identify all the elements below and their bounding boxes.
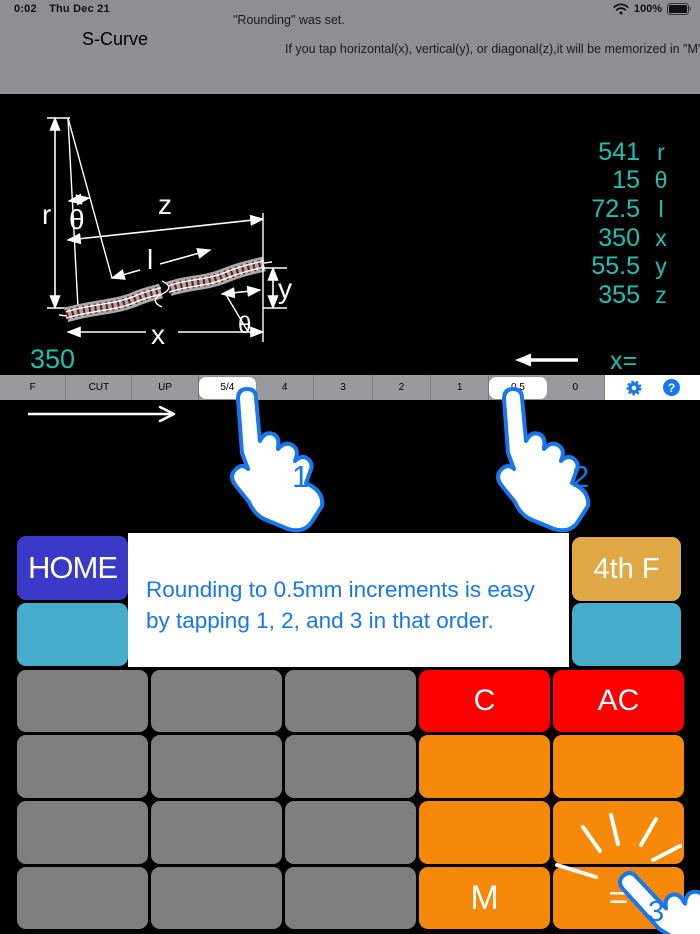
home-button[interactable]: HOME: [17, 536, 128, 600]
toolbar: F CUT UP 5/4 4 3 2 1 0.5 0 ?: [0, 375, 700, 400]
status-bar-right: 100%: [613, 3, 692, 15]
blank-key[interactable]: [285, 867, 416, 929]
status-bar-left: 0:02 Thu Dec 21: [14, 3, 119, 15]
step-2-label: 2: [572, 459, 590, 494]
help-icon[interactable]: ?: [663, 379, 680, 396]
readout-row-x[interactable]: 350 x: [598, 223, 667, 252]
hint-text: Rounding to 0.5mm increments is easy by …: [146, 577, 535, 633]
segment-0[interactable]: 0: [547, 375, 605, 400]
blank-key[interactable]: [17, 867, 148, 929]
blank-key[interactable]: [151, 735, 282, 798]
blank-teal-button-right[interactable]: [572, 603, 681, 666]
blank-key[interactable]: [151, 867, 282, 929]
readout-row-y[interactable]: 55.5 y: [591, 252, 667, 281]
blank-orange-key[interactable]: [553, 735, 684, 798]
header: 0:02 Thu Dec 21 100% "Rounding" was set.…: [0, 0, 700, 94]
wifi-icon: [613, 3, 629, 15]
battery-percent: 100%: [633, 3, 662, 15]
blank-orange-key[interactable]: [419, 801, 550, 864]
toolbar-icons: ?: [605, 375, 700, 400]
readout-row-z[interactable]: 355 z: [598, 280, 667, 309]
segment-5-4[interactable]: 5/4: [198, 376, 257, 399]
segment-3[interactable]: 3: [314, 375, 373, 400]
memory-button[interactable]: M: [419, 867, 550, 929]
blank-key[interactable]: [285, 670, 416, 732]
clock: 0:02: [14, 3, 37, 15]
blank-orange-key[interactable]: [553, 801, 684, 864]
blank-key[interactable]: [151, 801, 282, 864]
blank-key[interactable]: [285, 735, 416, 798]
diagram-label-r: r: [42, 199, 51, 230]
blank-orange-key[interactable]: [419, 735, 550, 798]
diagram-label-y: y: [278, 273, 292, 304]
gear-icon[interactable]: [625, 379, 643, 397]
blank-key[interactable]: [17, 735, 148, 798]
segment-4[interactable]: 4: [256, 375, 315, 400]
left-arrow-icon: [515, 353, 578, 367]
step-1-label: 1: [292, 459, 310, 494]
keypad-grid: C AC M =: [17, 670, 684, 929]
segment-2[interactable]: 2: [373, 375, 432, 400]
toast-message-1: "Rounding" was set.: [233, 13, 345, 27]
all-clear-button[interactable]: AC: [553, 670, 684, 732]
diagram-label-x: x: [151, 319, 165, 350]
segment-up[interactable]: UP: [132, 375, 199, 400]
hint-popup: Rounding to 0.5mm increments is easy by …: [128, 533, 569, 667]
segment-0-5[interactable]: 0.5: [489, 376, 547, 399]
segment-cut[interactable]: CUT: [66, 375, 133, 400]
result-value: 350: [30, 344, 76, 374]
step-3-label: 3: [648, 896, 665, 928]
fourth-function-button[interactable]: 4th F: [572, 537, 681, 601]
readout-panel: 541 r 15 θ 72.5 l 350 x 55.5 y 355 z: [500, 138, 682, 310]
page-title: S-Curve: [82, 29, 149, 49]
right-arrow-icon: [28, 405, 176, 423]
s-curve-diagram: r θ z l y x θ: [42, 116, 292, 350]
date: Thu Dec 21: [49, 3, 110, 15]
blank-key[interactable]: [285, 801, 416, 864]
diagram-label-z: z: [158, 189, 172, 220]
diagram-label-theta-bottom: θ: [238, 312, 251, 339]
equals-button[interactable]: =: [553, 867, 684, 929]
diagram-label-l: l: [147, 244, 153, 275]
blank-teal-button-left[interactable]: [17, 603, 128, 666]
blank-key[interactable]: [17, 801, 148, 864]
blank-key[interactable]: [151, 670, 282, 732]
readout-row-r[interactable]: 541 r: [598, 137, 665, 166]
clear-button[interactable]: C: [419, 670, 550, 732]
result-label: x=: [610, 347, 638, 375]
readout-row-l[interactable]: 72.5 l: [591, 194, 664, 223]
battery-icon: [667, 3, 691, 15]
blank-key[interactable]: [17, 670, 148, 732]
toast-message-2: If you tap horizontal(x), vertical(y), o…: [285, 42, 700, 56]
diagram-label-theta-top: θ: [69, 204, 85, 235]
segment-1[interactable]: 1: [431, 375, 490, 400]
segment-f[interactable]: F: [0, 375, 67, 400]
readout-row-theta[interactable]: 15 θ: [612, 166, 668, 195]
